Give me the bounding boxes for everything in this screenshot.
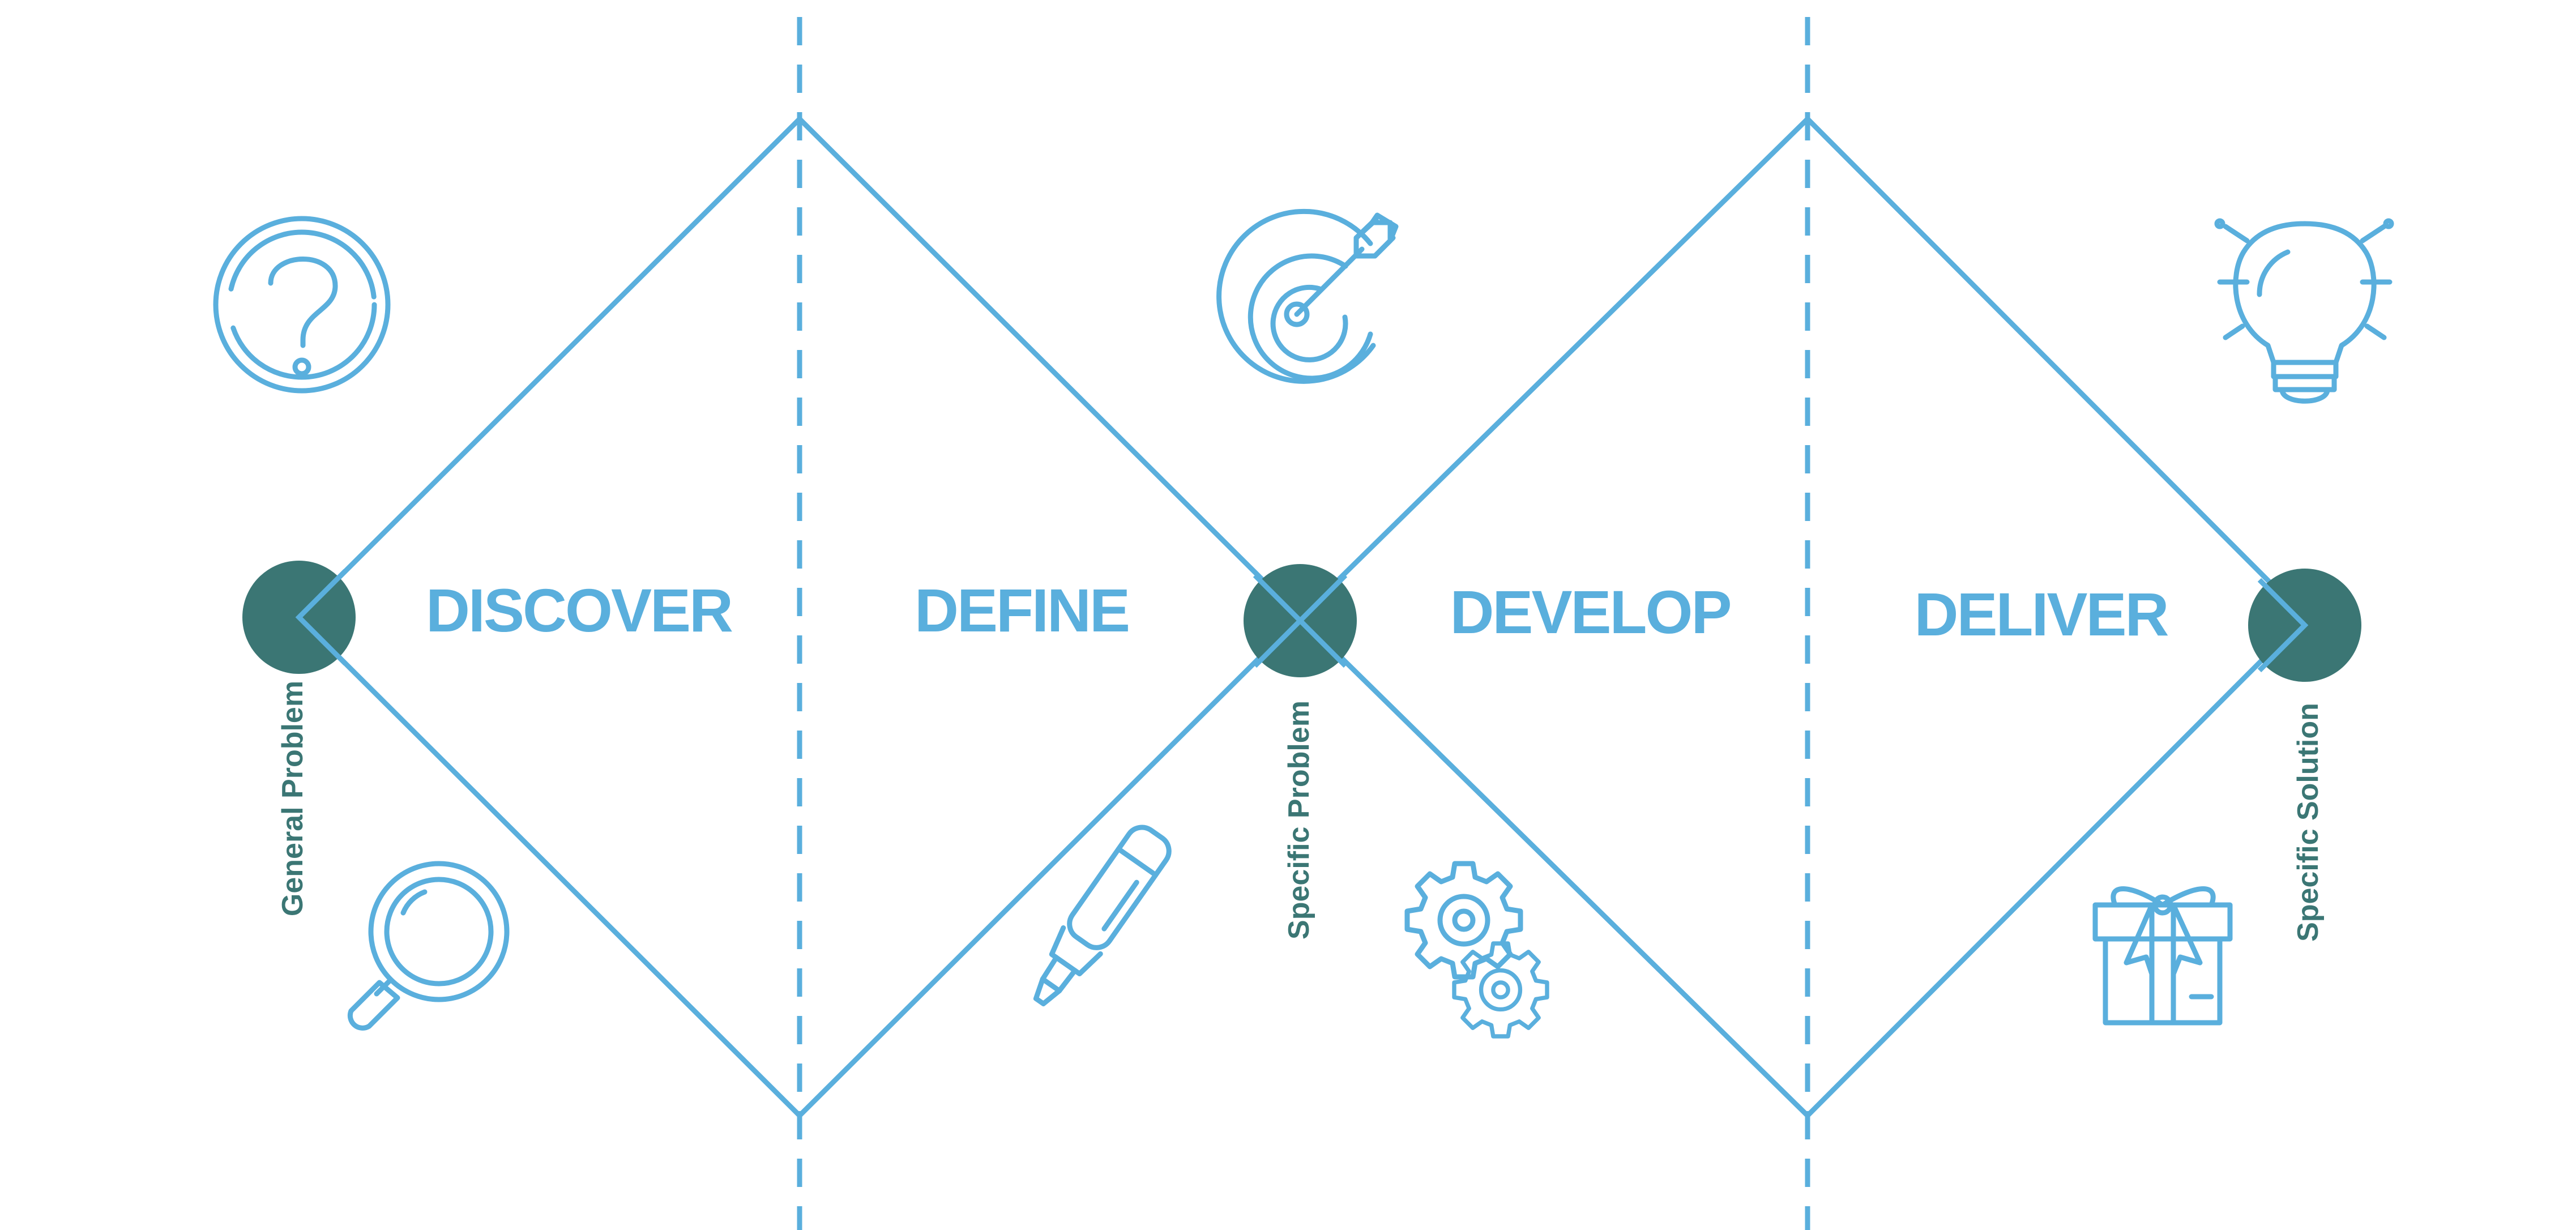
gift-box-icon [2092, 886, 2233, 1026]
question-mark-icon [213, 216, 391, 394]
highlighter-pen-icon [1033, 825, 1172, 1006]
gears-icon [1404, 861, 1549, 1039]
phase-label-deliver: DELIVER [1914, 580, 2168, 648]
node-label-specific-problem: Specific Problem [1283, 701, 1315, 939]
target-arrow-icon [1216, 208, 1399, 384]
phase-label-discover: DISCOVER [426, 576, 732, 644]
node-chevron-solution [2257, 578, 2309, 673]
phase-label-define: DEFINE [915, 576, 1129, 644]
magnifying-glass-icon [347, 861, 510, 1031]
node-label-specific-solution: Specific Solution [2292, 703, 2325, 942]
phase-label-develop: DEVELOP [1450, 578, 1730, 646]
node-chevron-general [295, 569, 348, 666]
light-bulb-icon [2214, 218, 2394, 404]
node-label-general-problem: General Problem [276, 681, 309, 916]
node-cross-specific-b [1253, 573, 1348, 668]
